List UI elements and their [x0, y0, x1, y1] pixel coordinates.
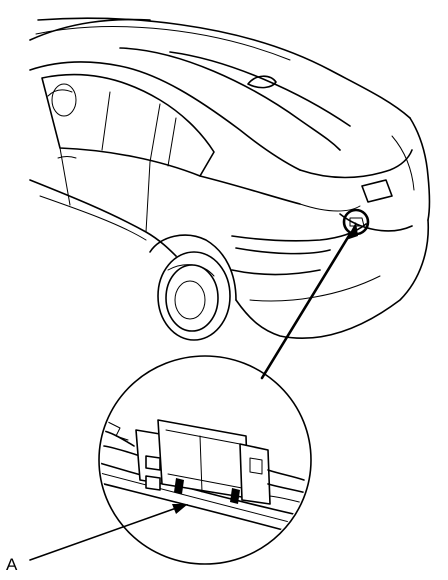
- detail-leader-line: [260, 232, 352, 380]
- connector-detail-view: [98, 355, 312, 565]
- callout-arrowhead: [172, 504, 188, 514]
- vehicle-outline: [29, 17, 431, 341]
- callout-leader-line: [29, 505, 183, 561]
- leader-arrowhead: [346, 222, 358, 240]
- callout-label-a: A: [6, 555, 18, 574]
